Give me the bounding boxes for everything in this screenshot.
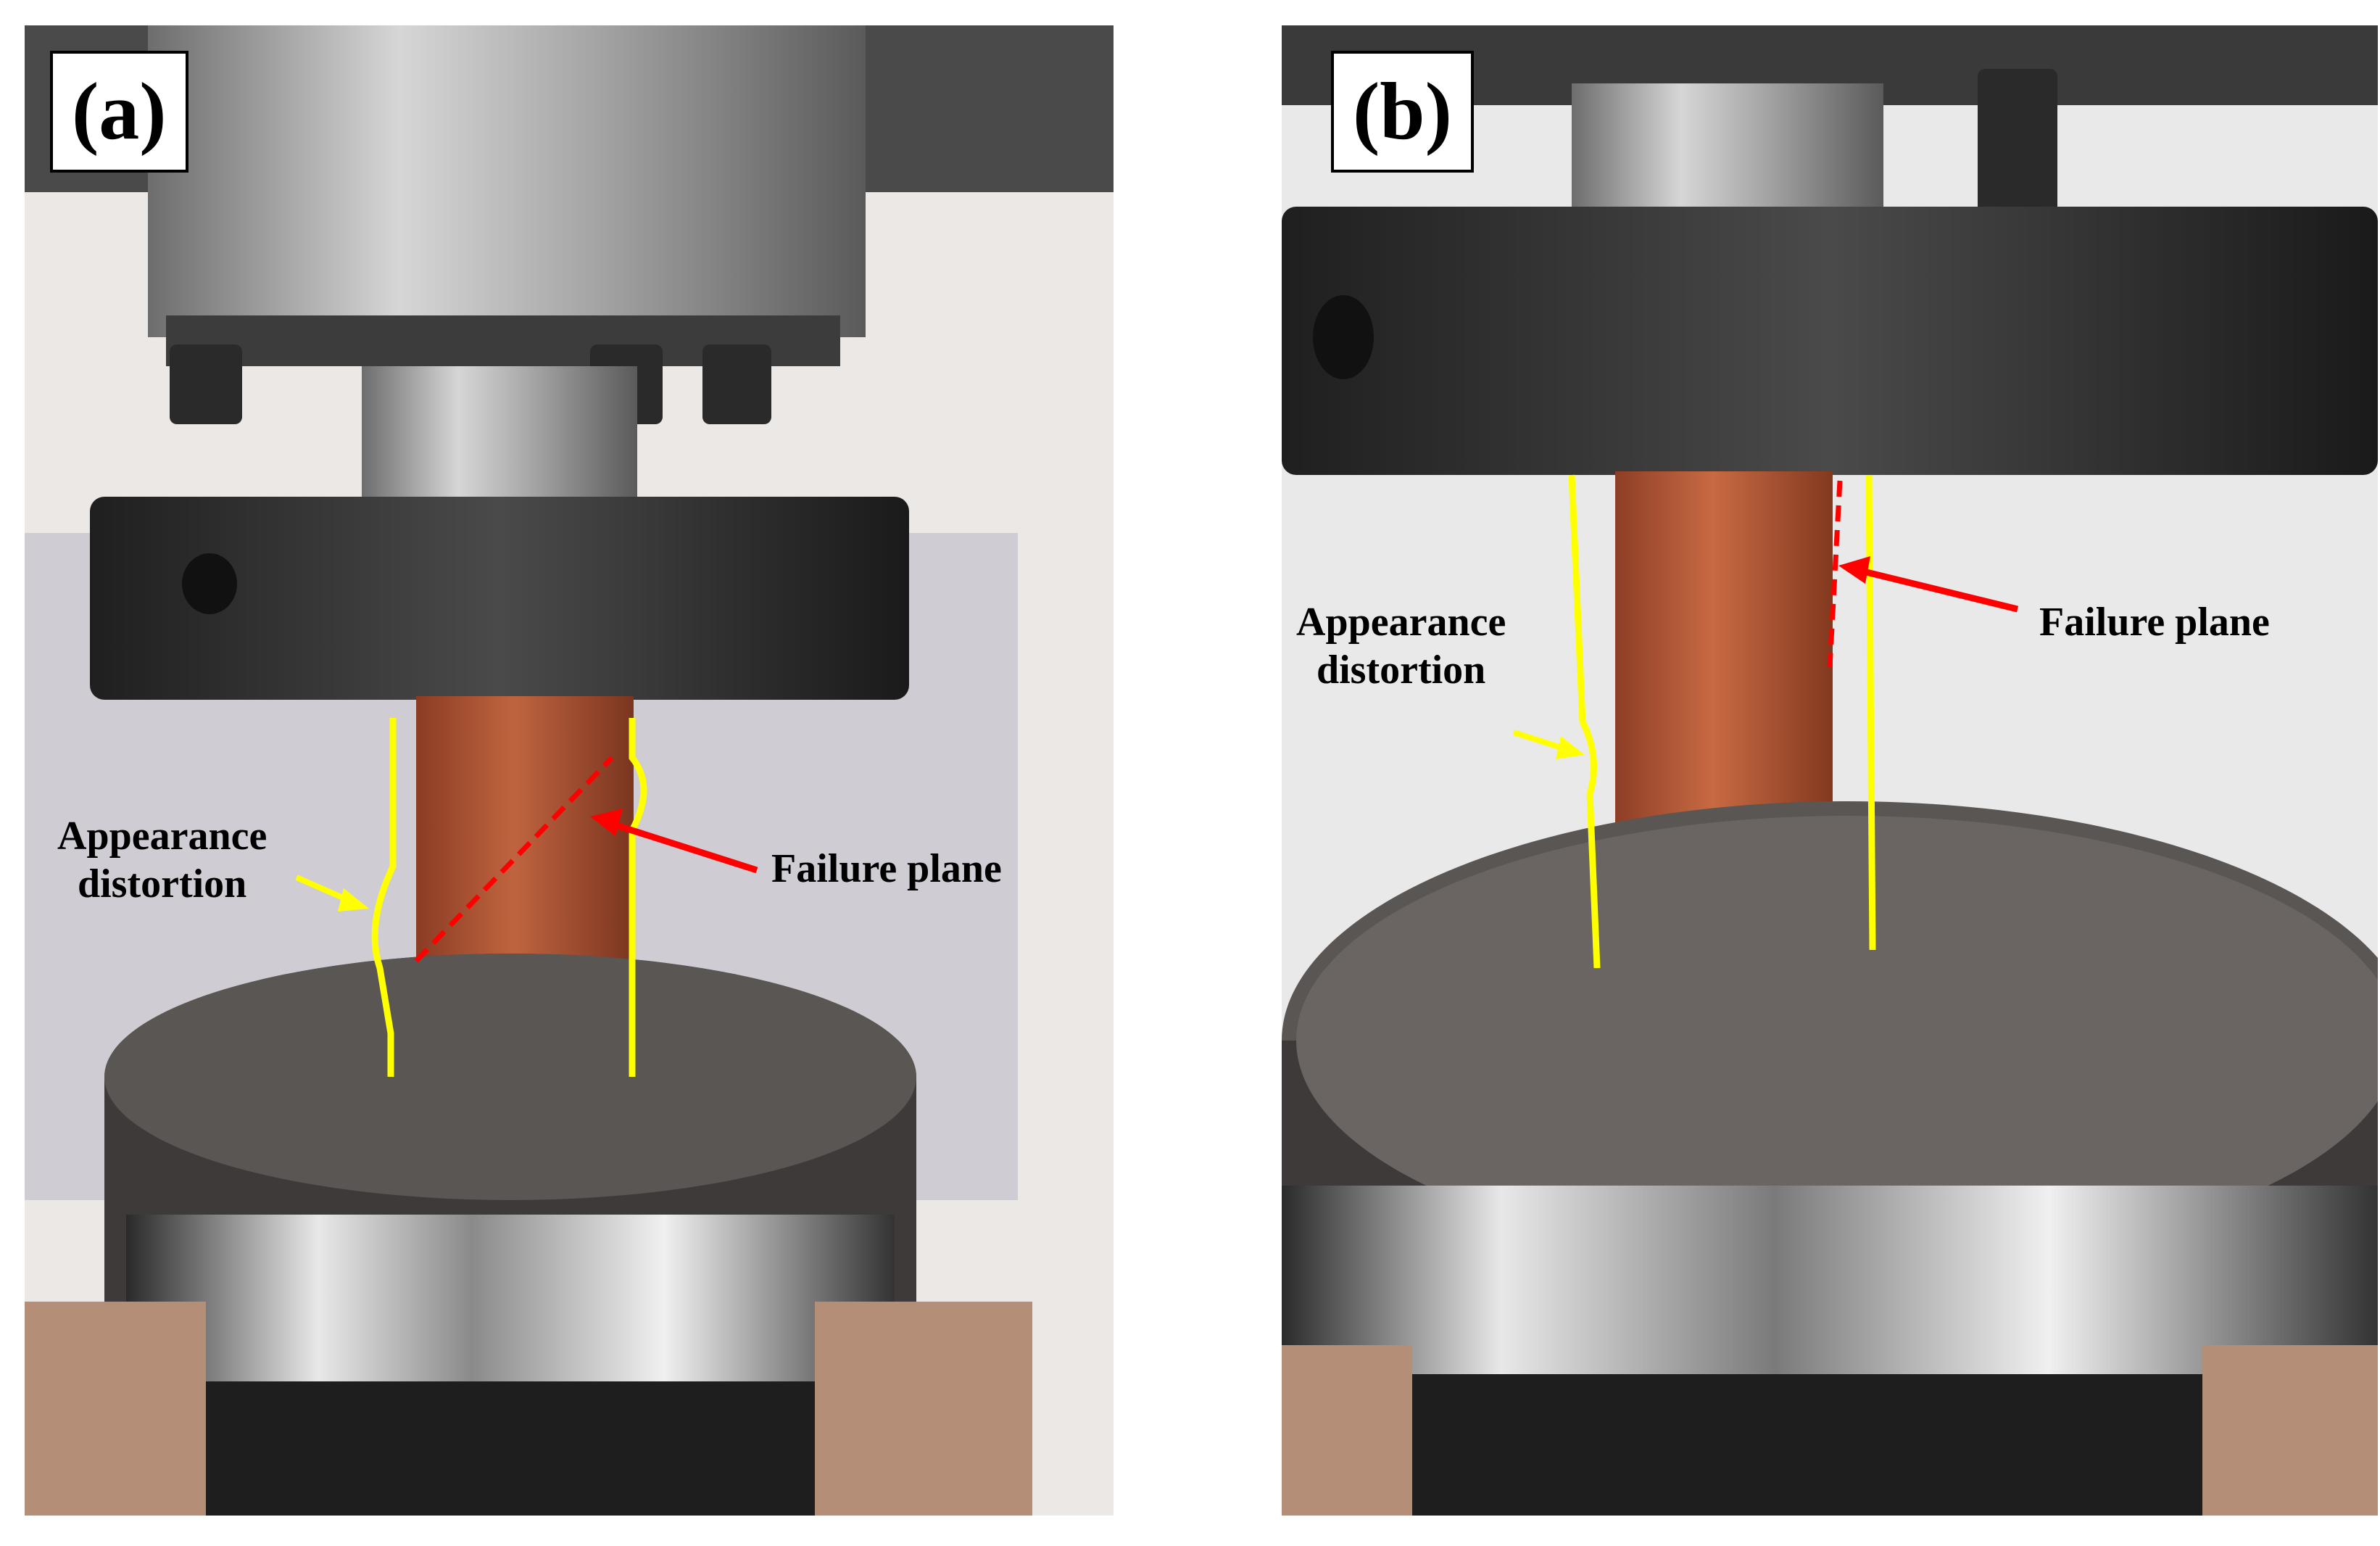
panel-label-b: (b) <box>1331 51 1474 173</box>
appearance-distortion-label-a: Appearance distortion <box>57 812 267 908</box>
appearance-line-b: Appearance <box>1296 600 1506 645</box>
photo-panel-a: (a) Failure plane Appearance distortion <box>25 25 1114 1516</box>
appearance-distortion-label-b: Appearance distortion <box>1296 598 1506 694</box>
photo-panel-b: (b) Failure plane Appearance distortion <box>1282 25 2378 1516</box>
distortion-line-a: distortion <box>77 861 247 907</box>
photo-b-scene <box>1282 25 2378 1516</box>
panel-label-a: (a) <box>50 51 188 173</box>
distortion-line-b: distortion <box>1316 648 1486 693</box>
failure-plane-label-b: Failure plane <box>2039 600 2270 645</box>
appearance-line-a: Appearance <box>57 814 268 859</box>
photo-a-scene <box>25 25 1114 1516</box>
failure-plane-label-a: Failure plane <box>771 846 1002 891</box>
